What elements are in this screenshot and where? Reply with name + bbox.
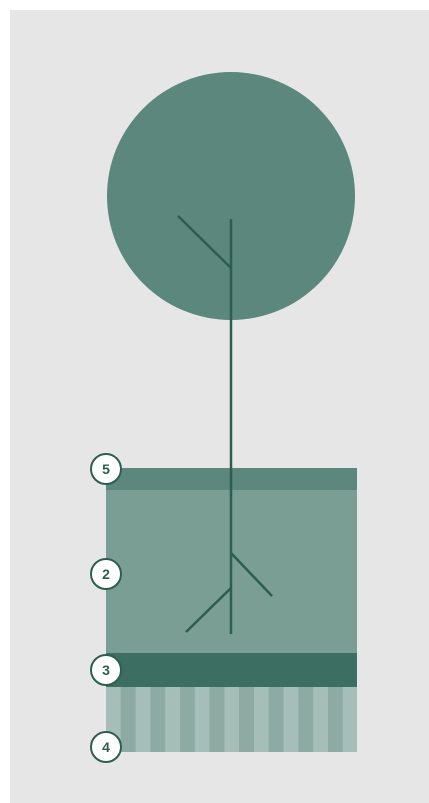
base-stripe: [269, 687, 284, 752]
marker-label-2: 2: [102, 566, 110, 582]
layer-3-dark-band: [106, 653, 357, 687]
marker-layer-2: 2: [91, 559, 121, 589]
base-stripe: [150, 687, 165, 752]
base-stripe: [239, 687, 254, 752]
base-stripe: [195, 687, 210, 752]
base-stripe: [328, 687, 343, 752]
marker-label-3: 3: [102, 662, 110, 678]
base-stripe: [224, 687, 239, 752]
marker-layer-4: 4: [91, 732, 121, 762]
base-stripe: [165, 687, 180, 752]
base-stripe: [254, 687, 269, 752]
base-stripe: [284, 687, 299, 752]
marker-layer-5: 5: [91, 454, 121, 484]
base-stripe: [343, 687, 357, 752]
base-stripe: [313, 687, 328, 752]
base-stripe: [121, 687, 136, 752]
marker-label-4: 4: [102, 739, 110, 755]
marker-label-5: 5: [102, 461, 110, 477]
base-stripe: [136, 687, 151, 752]
base-stripe: [210, 687, 225, 752]
base-stripe: [298, 687, 313, 752]
base-stripe: [180, 687, 195, 752]
marker-layer-3: 3: [91, 655, 121, 685]
layer-4-striped-base: [106, 687, 357, 752]
